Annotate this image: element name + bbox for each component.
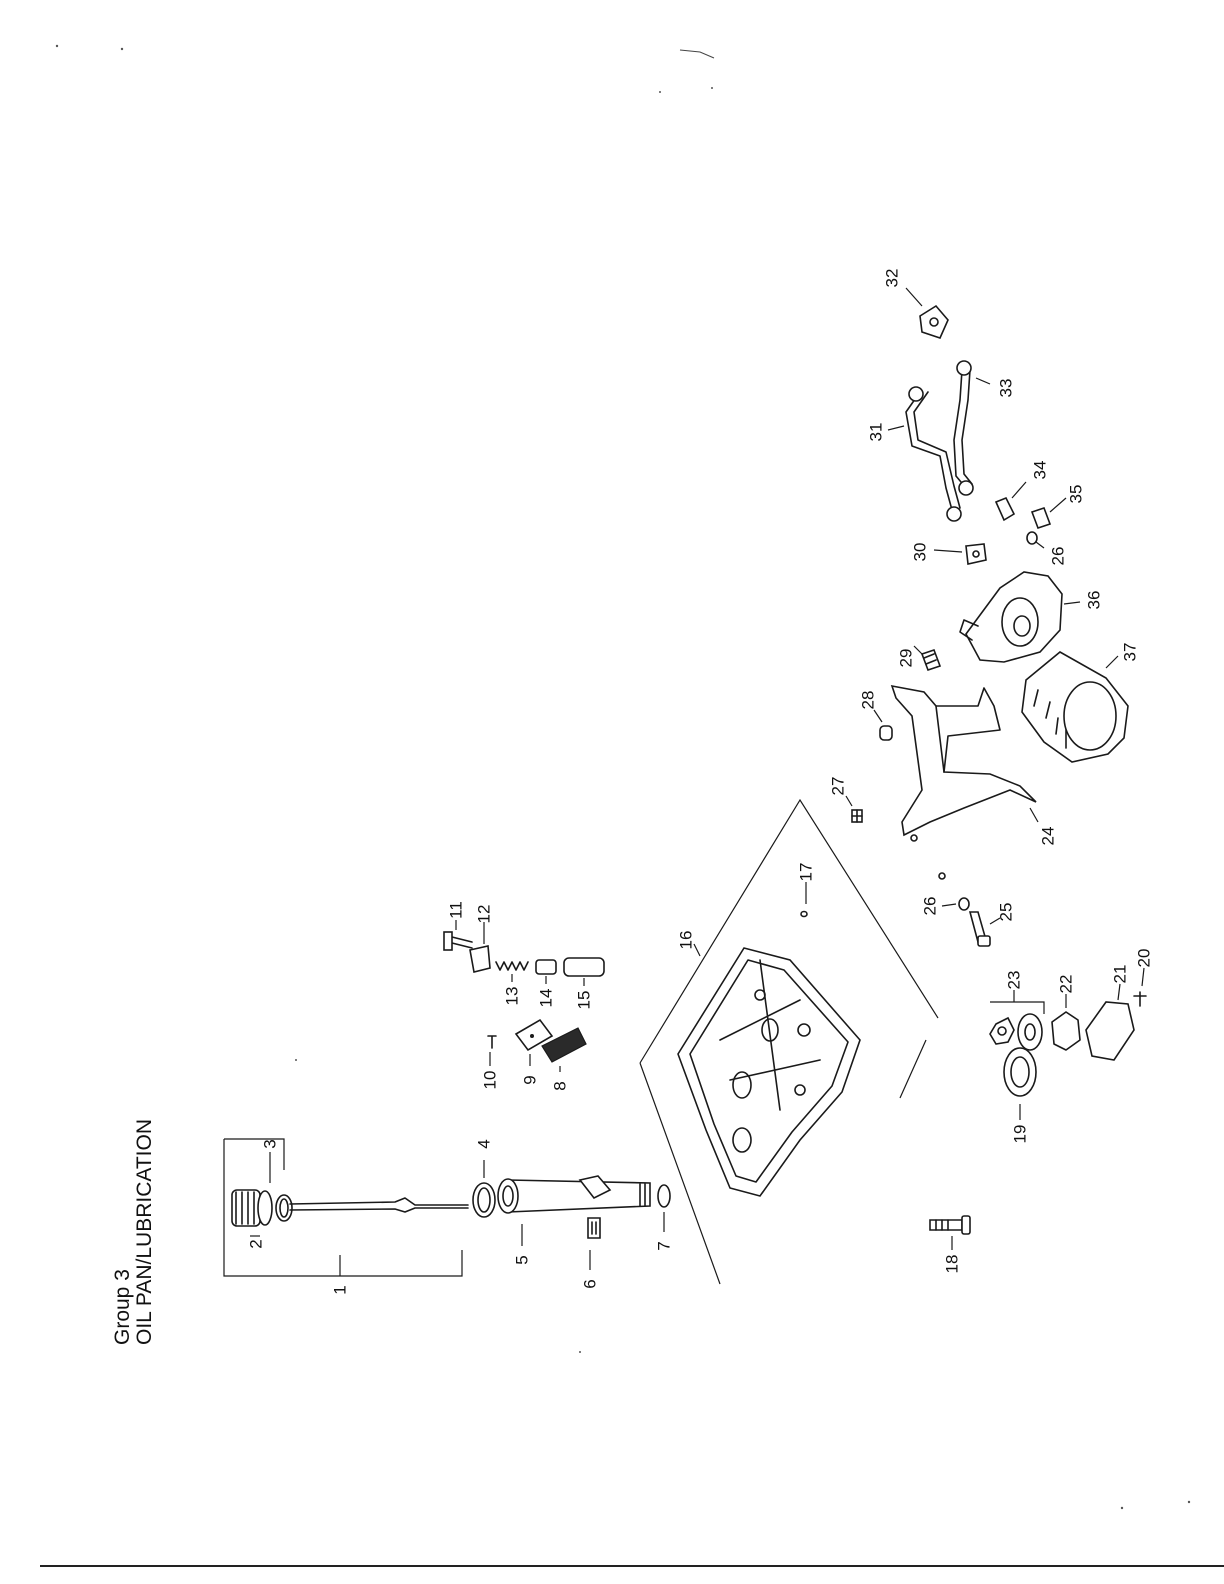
spacer-28-icon	[873, 709, 893, 741]
oil-pump-23-group	[989, 990, 1045, 1051]
oil-pan-16-group	[639, 798, 939, 1285]
pump-cover-21-icon	[1085, 983, 1135, 1061]
bolt-29-icon	[913, 645, 942, 672]
callout-12: 12	[475, 905, 494, 924]
washer-26-upper-icon	[1026, 531, 1045, 549]
fitting-32-icon	[905, 287, 949, 339]
cap-seal-icon	[275, 1194, 293, 1222]
callout-29: 29	[897, 649, 916, 668]
bolt-6-icon	[587, 1217, 601, 1270]
screw-10-icon	[487, 1035, 497, 1066]
spacer-14-icon	[535, 959, 557, 984]
oil-line-33-icon	[953, 360, 991, 496]
callout-27: 27	[829, 777, 848, 796]
bolt-11-icon	[443, 920, 473, 951]
clip-30-icon	[933, 543, 987, 565]
oil-pan-icon	[677, 947, 861, 1197]
oil-pan-frame-top	[639, 798, 939, 1064]
callout-31: 31	[867, 423, 886, 442]
sleeve-15-icon	[563, 957, 605, 986]
oil-line-31-icon	[887, 386, 962, 522]
seal-19-icon	[1003, 1047, 1037, 1120]
bracket-12-icon	[469, 922, 491, 973]
screw-20-icon	[1133, 967, 1147, 1007]
oil-filter-37-icon	[1021, 651, 1129, 763]
spring-13-icon	[495, 961, 529, 982]
dipstick-group	[223, 1138, 469, 1277]
filter-bracket-24-icon	[890, 684, 1039, 880]
callout-22: 22	[1057, 975, 1076, 994]
oil-screen-8-icon	[541, 1027, 587, 1072]
pump-nut-icon	[989, 1016, 1015, 1045]
pump-bracket	[990, 1001, 1045, 1014]
callout-1: 1	[331, 1285, 350, 1294]
gasket-22-icon	[1051, 994, 1081, 1051]
callout-13: 13	[503, 987, 522, 1006]
tube-bracket-icon	[578, 1175, 612, 1200]
cap-bracket	[224, 1138, 285, 1170]
callout-4: 4	[475, 1139, 494, 1148]
bolt-25-icon	[968, 911, 1001, 947]
callout-36: 36	[1085, 591, 1104, 610]
callout-24: 24	[1039, 827, 1058, 846]
oil-pan-frame-left	[639, 1062, 721, 1285]
callout-34: 34	[1031, 461, 1050, 480]
plug-17-icon	[800, 882, 808, 918]
callout-10: 10	[481, 1071, 500, 1090]
oil-pan-frame-right	[899, 1039, 927, 1099]
callout-5: 5	[513, 1255, 532, 1264]
callout-8: 8	[551, 1081, 570, 1090]
washer-26-lower-icon	[941, 897, 970, 911]
callout-15: 15	[575, 991, 594, 1010]
dipstick-tube-icon	[497, 1175, 651, 1246]
callout-6: 6	[581, 1279, 600, 1288]
callout-35: 35	[1067, 485, 1086, 504]
dipstick-blade-icon	[289, 1197, 469, 1213]
pump-gear-icon	[1017, 1013, 1043, 1051]
screen-cover-9-icon	[514, 1018, 554, 1066]
dipstick-cap-icon	[231, 1189, 273, 1227]
callout-28: 28	[859, 691, 878, 710]
plug-27-icon	[845, 795, 863, 823]
bottom-rule	[40, 1565, 1224, 1567]
bolt-18-icon	[929, 1215, 971, 1250]
callout-18: 18	[943, 1255, 962, 1274]
callout-23: 23	[1005, 971, 1024, 990]
callout-17: 17	[797, 863, 816, 882]
bolt-35-icon	[1030, 497, 1067, 530]
callout-16: 16	[677, 931, 696, 950]
o-ring-4-icon	[472, 1160, 496, 1218]
callout-20: 20	[1135, 949, 1154, 968]
filter-adapter-36-icon	[959, 571, 1081, 663]
callout-2: 2	[247, 1239, 266, 1248]
callout-26: 26	[1049, 547, 1068, 566]
callout-9: 9	[521, 1075, 540, 1084]
callout-26: 26	[921, 897, 940, 916]
callout-14: 14	[537, 989, 556, 1008]
callout-37: 37	[1121, 643, 1140, 662]
callout-33: 33	[997, 379, 1016, 398]
fitting-34-icon	[994, 481, 1027, 522]
o-ring-7-icon	[657, 1184, 671, 1232]
callout-7: 7	[655, 1241, 674, 1250]
callout-19: 19	[1011, 1125, 1030, 1144]
dipstick-bracket	[223, 1139, 463, 1277]
callout-21: 21	[1111, 965, 1130, 984]
callout-3: 3	[261, 1139, 280, 1148]
callout-25: 25	[997, 903, 1016, 922]
callout-30: 30	[911, 543, 930, 562]
scan-specks	[55, 44, 1191, 1510]
callout-32: 32	[883, 269, 902, 288]
callout-11: 11	[447, 901, 466, 919]
